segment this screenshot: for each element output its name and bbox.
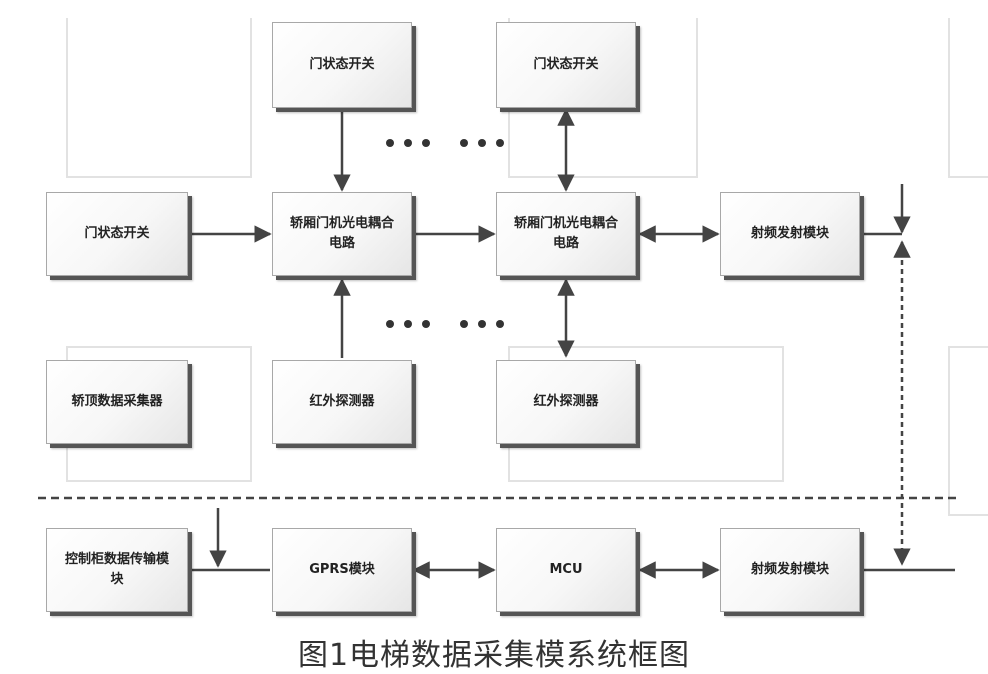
infrared-detector-box-left: 红外探测器 (272, 360, 412, 444)
door-switch-box-top-left: 门状态开关 (272, 22, 412, 108)
rf-transmitter-box-top: 射频发射模块 (720, 192, 860, 276)
gprs-module-box: GPRS模块 (272, 528, 412, 612)
rf-transmitter-label: 射频发射模块 (750, 562, 829, 577)
gprs-module-label: GPRS模块 (309, 562, 375, 577)
door-switch-box-left: 门状态开关 (46, 192, 188, 276)
background-frame-edge-top (948, 18, 988, 178)
ellipsis-dot (386, 320, 394, 328)
ellipsis-dot (460, 139, 468, 147)
optocoupler-circuit-box-left: 轿厢门机光电耦合 电路 (272, 192, 412, 276)
ellipsis-dot (422, 139, 430, 147)
ellipsis-dot (460, 320, 468, 328)
door-switch-label: 门状态开关 (309, 57, 375, 72)
ellipsis-dot (404, 139, 412, 147)
door-switch-label: 门状态开关 (533, 57, 599, 72)
ellipsis-dot (404, 320, 412, 328)
figure-caption: 图1电梯数据采集模系统框图 (297, 638, 691, 673)
ellipsis-dot (422, 320, 430, 328)
optocoupler-circuit-box-right: 轿厢门机光电耦合 电路 (496, 192, 636, 276)
optocoupler-circuit-label: 轿厢门机光电耦合 电路 (289, 216, 394, 251)
infrared-detector-label: 红外探测器 (309, 394, 375, 409)
ellipsis-dot (496, 139, 504, 147)
mcu-box: MCU (496, 528, 636, 612)
mcu-label: MCU (549, 562, 583, 577)
background-frame-top-left (66, 18, 252, 178)
cabinet-transfer-label: 控制柜数据传输模 块 (64, 552, 169, 587)
ellipsis-dot (478, 139, 486, 147)
car-top-collector-box: 轿顶数据采集器 (46, 360, 188, 444)
ellipsis-dot (496, 320, 504, 328)
door-switch-label: 门状态开关 (84, 226, 150, 241)
background-frame-edge-bottom (948, 346, 988, 516)
infrared-detector-label: 红外探测器 (533, 394, 599, 409)
infrared-detector-box-right: 红外探测器 (496, 360, 636, 444)
car-top-collector-label: 轿顶数据采集器 (71, 394, 163, 409)
rf-transmitter-box-bottom: 射频发射模块 (720, 528, 860, 612)
ellipsis-dot (386, 139, 394, 147)
optocoupler-circuit-label: 轿厢门机光电耦合 电路 (513, 216, 618, 251)
rf-transmitter-label: 射频发射模块 (750, 226, 829, 241)
ellipsis-dot (478, 320, 486, 328)
cabinet-transfer-box: 控制柜数据传输模 块 (46, 528, 188, 612)
door-switch-box-top-right: 门状态开关 (496, 22, 636, 108)
